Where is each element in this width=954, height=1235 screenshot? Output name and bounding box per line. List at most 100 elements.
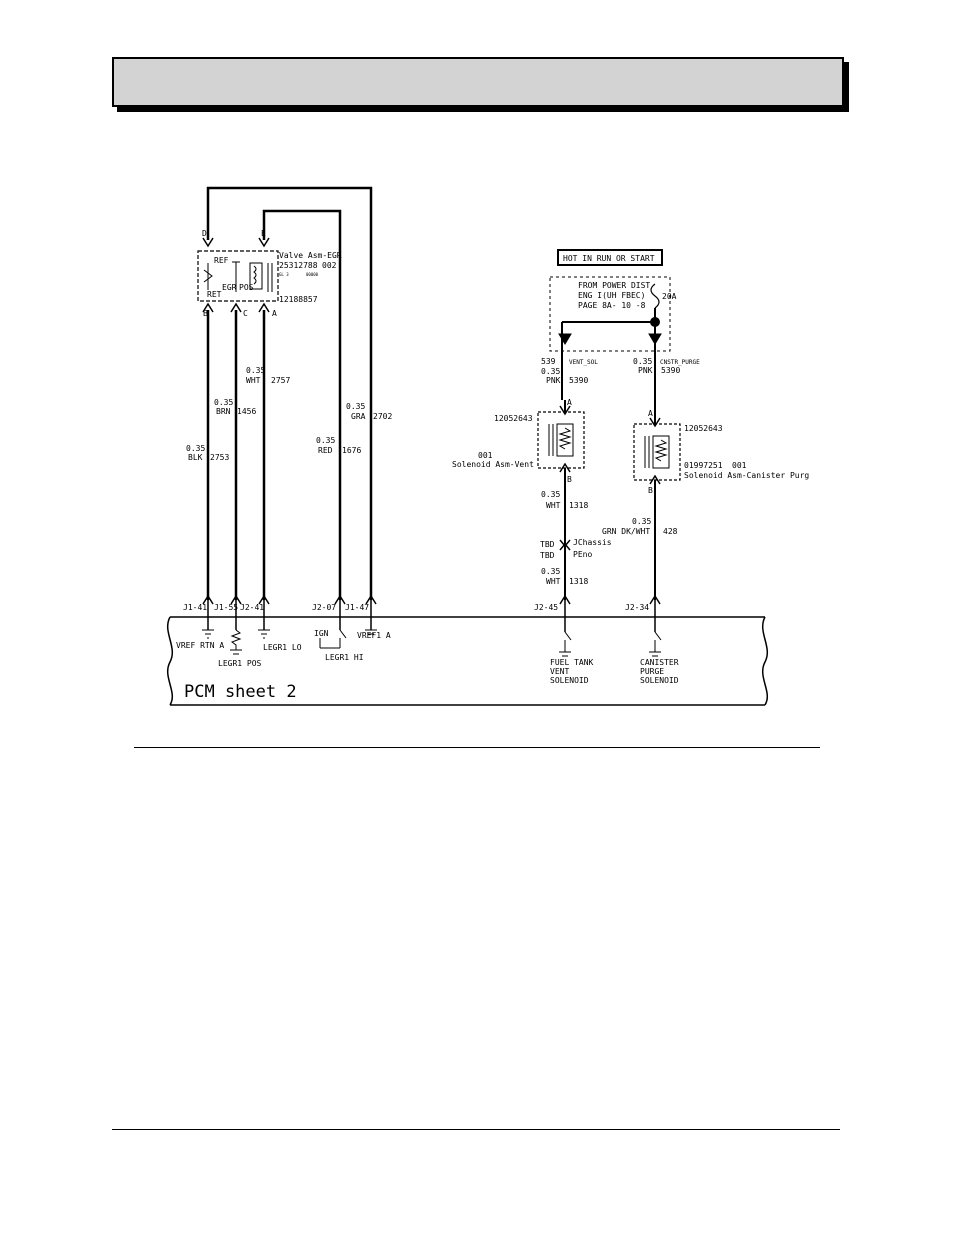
egr-ret: RET (207, 290, 222, 299)
egr-tiny2: 00000 (306, 272, 319, 277)
pin-j2-34: J2-34 (625, 603, 649, 612)
vent-part: 12052643 (494, 414, 533, 423)
vent-arrow-down (558, 333, 572, 345)
power-line2: ENG I(UH FBEC) (578, 291, 645, 300)
w2702-color: GRA (351, 412, 366, 421)
pcm-ign: IGN (314, 629, 329, 638)
purge-mid-color: GRN DK/WHT (602, 527, 650, 536)
w1456-gauge: 0.35 (214, 398, 233, 407)
conn-vent-b: B (567, 475, 572, 484)
w1456-circuit: 1456 (237, 407, 256, 416)
egr-name: Valve Asm-EGR (279, 251, 342, 260)
vent-top-color: PNK (546, 376, 561, 385)
power-dist-box (549, 276, 671, 352)
power-line1: FROM POWER DIST (578, 281, 650, 290)
fuel-tank-1: FUEL TANK (550, 658, 594, 667)
power-line3: PAGE 8A- 10 -8 (578, 301, 646, 310)
conn-d: D (202, 229, 207, 238)
pin-j2-41: J2-41 (240, 603, 264, 612)
w1676-gauge: 0.35 (316, 436, 335, 445)
egr-pos: POS (239, 283, 254, 292)
pcm-sheet-label: PCM sheet 2 (184, 682, 297, 702)
pin-j1-55: J1-55 (214, 603, 238, 612)
purge-name: Solenoid Asm-Canister Purg (684, 471, 809, 480)
conn-purge-a: A (648, 409, 653, 418)
w2702-gauge: 0.35 (346, 402, 365, 411)
purge-part2: 01997251 (684, 461, 723, 470)
vent-bot-circuit: 1318 (569, 577, 588, 586)
purge-top-name: CNSTR_PURGE (660, 359, 700, 366)
separator-rule (134, 747, 820, 748)
conn-c: C (243, 309, 248, 318)
purge-arrow-down (648, 333, 662, 345)
footer-rule (112, 1129, 840, 1130)
egr-valve-box (197, 250, 279, 302)
vent-name: Solenoid Asm-Vent (452, 460, 534, 469)
vent-mid-circuit: 1318 (569, 501, 588, 510)
wire-loop-d (206, 186, 373, 600)
pcm-legr-pos: LEGR1 POS (218, 659, 262, 668)
power-fuse: 20A (662, 292, 677, 301)
fuel-tank-3: SOLENOID (550, 676, 589, 685)
w1456-color: BRN (216, 407, 231, 416)
conn-b: B (203, 309, 208, 318)
pcm-vref: VREF1 A (357, 631, 391, 640)
purge-code: 001 (732, 461, 747, 470)
egr-code: 002 (322, 261, 337, 270)
wire-loop-e (262, 209, 342, 600)
canister-3: SOLENOID (640, 676, 679, 685)
w1676-color: RED (318, 446, 333, 455)
egr-part: 25312788 (279, 261, 318, 270)
w2753-circuit: 2753 (210, 453, 229, 462)
purge-top-gauge: 0.35 (633, 357, 652, 366)
pin-j1-47: J1-47 (345, 603, 369, 612)
pcm-vref-rtn: VREF RTN A (176, 641, 224, 650)
hot-label-box (557, 249, 663, 266)
pin-j1-41: J1-41 (183, 603, 207, 612)
conn-purge-b: B (648, 486, 653, 495)
vent-bot-color: WHT (546, 577, 561, 586)
w2757-color: WHT (246, 376, 261, 385)
purge-mid-circuit: 428 (663, 527, 678, 536)
purge-part: 12052643 (684, 424, 723, 433)
pcm-box (167, 616, 768, 706)
egr-part2: 12188857 (279, 295, 318, 304)
conn-e: E (261, 229, 266, 238)
vent-top-num: 539 (541, 357, 556, 366)
hot-label: HOT IN RUN OR START (563, 254, 655, 263)
w2702-circuit: 2702 (373, 412, 392, 421)
vent-mid-color: WHT (546, 501, 561, 510)
pcm-legr-lo: LEGR1 LO (263, 643, 302, 652)
splice-dot (650, 317, 660, 327)
header-bar (112, 57, 844, 107)
jchassis: JChassis (573, 538, 612, 547)
vent-bot-gauge: 0.35 (541, 567, 560, 576)
conn-a: A (272, 309, 277, 318)
w1676-circuit: 1676 (342, 446, 361, 455)
conn-vent-a: A (567, 398, 572, 407)
tbd1: TBD (540, 540, 555, 549)
w2753-color: BLK (188, 453, 203, 462)
peno: PEno (573, 550, 592, 559)
egr-egr: EGR (222, 283, 237, 292)
canister-1: CANISTER (640, 658, 679, 667)
w2757-circuit: 2757 (271, 376, 290, 385)
canister-2: PURGE (640, 667, 664, 676)
pcm-legr-hi: LEGR1 HI (325, 653, 364, 662)
arrows (202, 237, 661, 605)
vent-top-circuit: 5390 (569, 376, 588, 385)
purge-top-circuit: 5390 (661, 366, 680, 375)
pin-j2-45: J2-45 (534, 603, 558, 612)
vent-top-name: VENT_SOL (569, 359, 598, 366)
purge-mid-gauge: 0.35 (632, 517, 651, 526)
egr-tiny1: GL 3 (279, 272, 289, 277)
w2753-gauge: 0.35 (186, 444, 205, 453)
vent-mid-gauge: 0.35 (541, 490, 560, 499)
pin-j2-07: J2-07 (312, 603, 336, 612)
fuel-tank-2: VENT (550, 667, 569, 676)
w2757-gauge: 0.35 (246, 366, 265, 375)
vent-top-gauge: 0.35 (541, 367, 560, 376)
purge-top-color: PNK (638, 366, 653, 375)
egr-ref: REF (214, 256, 229, 265)
